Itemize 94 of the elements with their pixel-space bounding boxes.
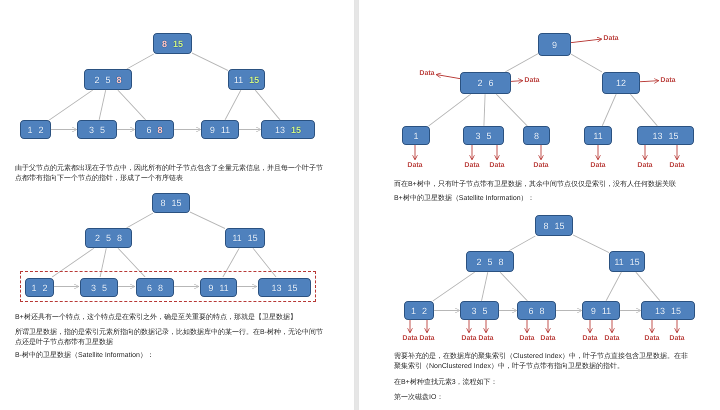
arrow bbox=[434, 308, 460, 314]
tree-line bbox=[117, 248, 146, 278]
arrow bbox=[236, 284, 258, 290]
arrow bbox=[609, 320, 615, 334]
tree-node: 1 2 bbox=[25, 278, 54, 297]
tree-line bbox=[606, 272, 622, 302]
tree-line bbox=[428, 94, 472, 126]
tree-node: 11 15 bbox=[225, 228, 265, 248]
arrow bbox=[172, 284, 200, 290]
tree-node: 11 bbox=[584, 126, 612, 145]
tree-node: 8 15 bbox=[152, 193, 190, 213]
tree-line bbox=[126, 54, 154, 70]
arrow bbox=[498, 308, 518, 314]
arrow bbox=[674, 144, 680, 160]
tree-node: 2 5 8 bbox=[84, 69, 132, 90]
tree-line bbox=[496, 94, 528, 126]
tree-node: 11 15 bbox=[228, 69, 265, 90]
tree-line bbox=[504, 53, 538, 72]
tree-node: 11 15 bbox=[609, 251, 645, 272]
arrow bbox=[436, 72, 460, 80]
arrow bbox=[524, 320, 530, 334]
arrow bbox=[642, 144, 648, 160]
tree-node: 12 bbox=[602, 72, 640, 94]
arrow bbox=[587, 320, 593, 334]
tree-node: 2 5 8 bbox=[466, 251, 514, 272]
arrow bbox=[483, 320, 489, 334]
arrow bbox=[50, 126, 78, 132]
tree-node: 2 5 8 bbox=[85, 228, 132, 248]
tree-node: 9 11 bbox=[582, 301, 620, 320]
tree-line bbox=[432, 272, 476, 302]
tree-node: 13 15 bbox=[641, 301, 695, 320]
tree-line bbox=[224, 90, 242, 120]
tree-line bbox=[100, 248, 107, 278]
tree-node: 6 8 bbox=[135, 120, 174, 139]
tree-node: 9 bbox=[538, 33, 571, 56]
tree-line bbox=[500, 272, 528, 302]
tree-node: 13 15 bbox=[261, 120, 315, 139]
tree-node: 1 2 bbox=[404, 301, 434, 320]
arrow bbox=[424, 320, 430, 334]
tree-node: 13 15 bbox=[637, 126, 694, 145]
arrow bbox=[649, 320, 655, 334]
arrow bbox=[466, 320, 472, 334]
arrow bbox=[545, 320, 551, 334]
arrow bbox=[538, 144, 544, 160]
tree-node: 6 8 bbox=[517, 301, 556, 320]
tree-node: 13 15 bbox=[258, 278, 311, 297]
tree-line bbox=[481, 272, 488, 302]
arrow bbox=[674, 320, 680, 334]
tree-node: 3 5 bbox=[80, 278, 118, 297]
arrow bbox=[116, 126, 136, 132]
arrow bbox=[494, 144, 500, 160]
arrow bbox=[510, 78, 524, 84]
tree-node: 9 11 bbox=[201, 120, 239, 139]
tree-line bbox=[192, 52, 228, 71]
tree-node: 6 8 bbox=[136, 278, 174, 297]
arrow bbox=[238, 126, 262, 132]
tree-line bbox=[570, 54, 602, 72]
tree-line bbox=[222, 248, 240, 278]
tree-node: 8 15 bbox=[535, 215, 573, 236]
tree-line bbox=[252, 248, 276, 278]
tree-line bbox=[48, 90, 94, 120]
tree-node: 3 5 bbox=[460, 301, 499, 320]
tree-line bbox=[126, 212, 154, 228]
tree-line bbox=[52, 248, 95, 278]
tree-line bbox=[635, 272, 661, 302]
arrow bbox=[52, 284, 80, 290]
tree-node: 8 bbox=[523, 126, 550, 145]
tree-line bbox=[572, 234, 610, 254]
arrow bbox=[407, 320, 413, 334]
arrow bbox=[640, 78, 660, 84]
dashed-frame bbox=[20, 271, 316, 302]
arrow bbox=[116, 284, 136, 290]
tree-line bbox=[483, 94, 486, 126]
tree-node: 3 5 bbox=[463, 126, 504, 145]
arrow bbox=[174, 126, 202, 132]
arrow bbox=[620, 308, 642, 314]
arrow bbox=[469, 144, 475, 160]
tree-node: 1 bbox=[402, 126, 430, 145]
tree-line bbox=[508, 236, 536, 252]
tree-line bbox=[117, 90, 146, 120]
tree-line bbox=[98, 90, 106, 120]
arrow bbox=[556, 308, 582, 314]
tree-node: 2 6 bbox=[460, 72, 511, 94]
tree-node: 3 5 bbox=[77, 120, 117, 139]
tree-node: 9 11 bbox=[200, 278, 237, 297]
tree-node: 1 2 bbox=[20, 120, 51, 139]
tree-line bbox=[254, 90, 281, 120]
tree-line bbox=[190, 212, 226, 229]
tree-line bbox=[630, 94, 658, 126]
arrow bbox=[595, 144, 601, 160]
tree-line bbox=[602, 94, 617, 126]
arrow bbox=[412, 144, 418, 160]
arrow bbox=[570, 36, 602, 44]
tree-node: 8 15 bbox=[153, 33, 192, 54]
